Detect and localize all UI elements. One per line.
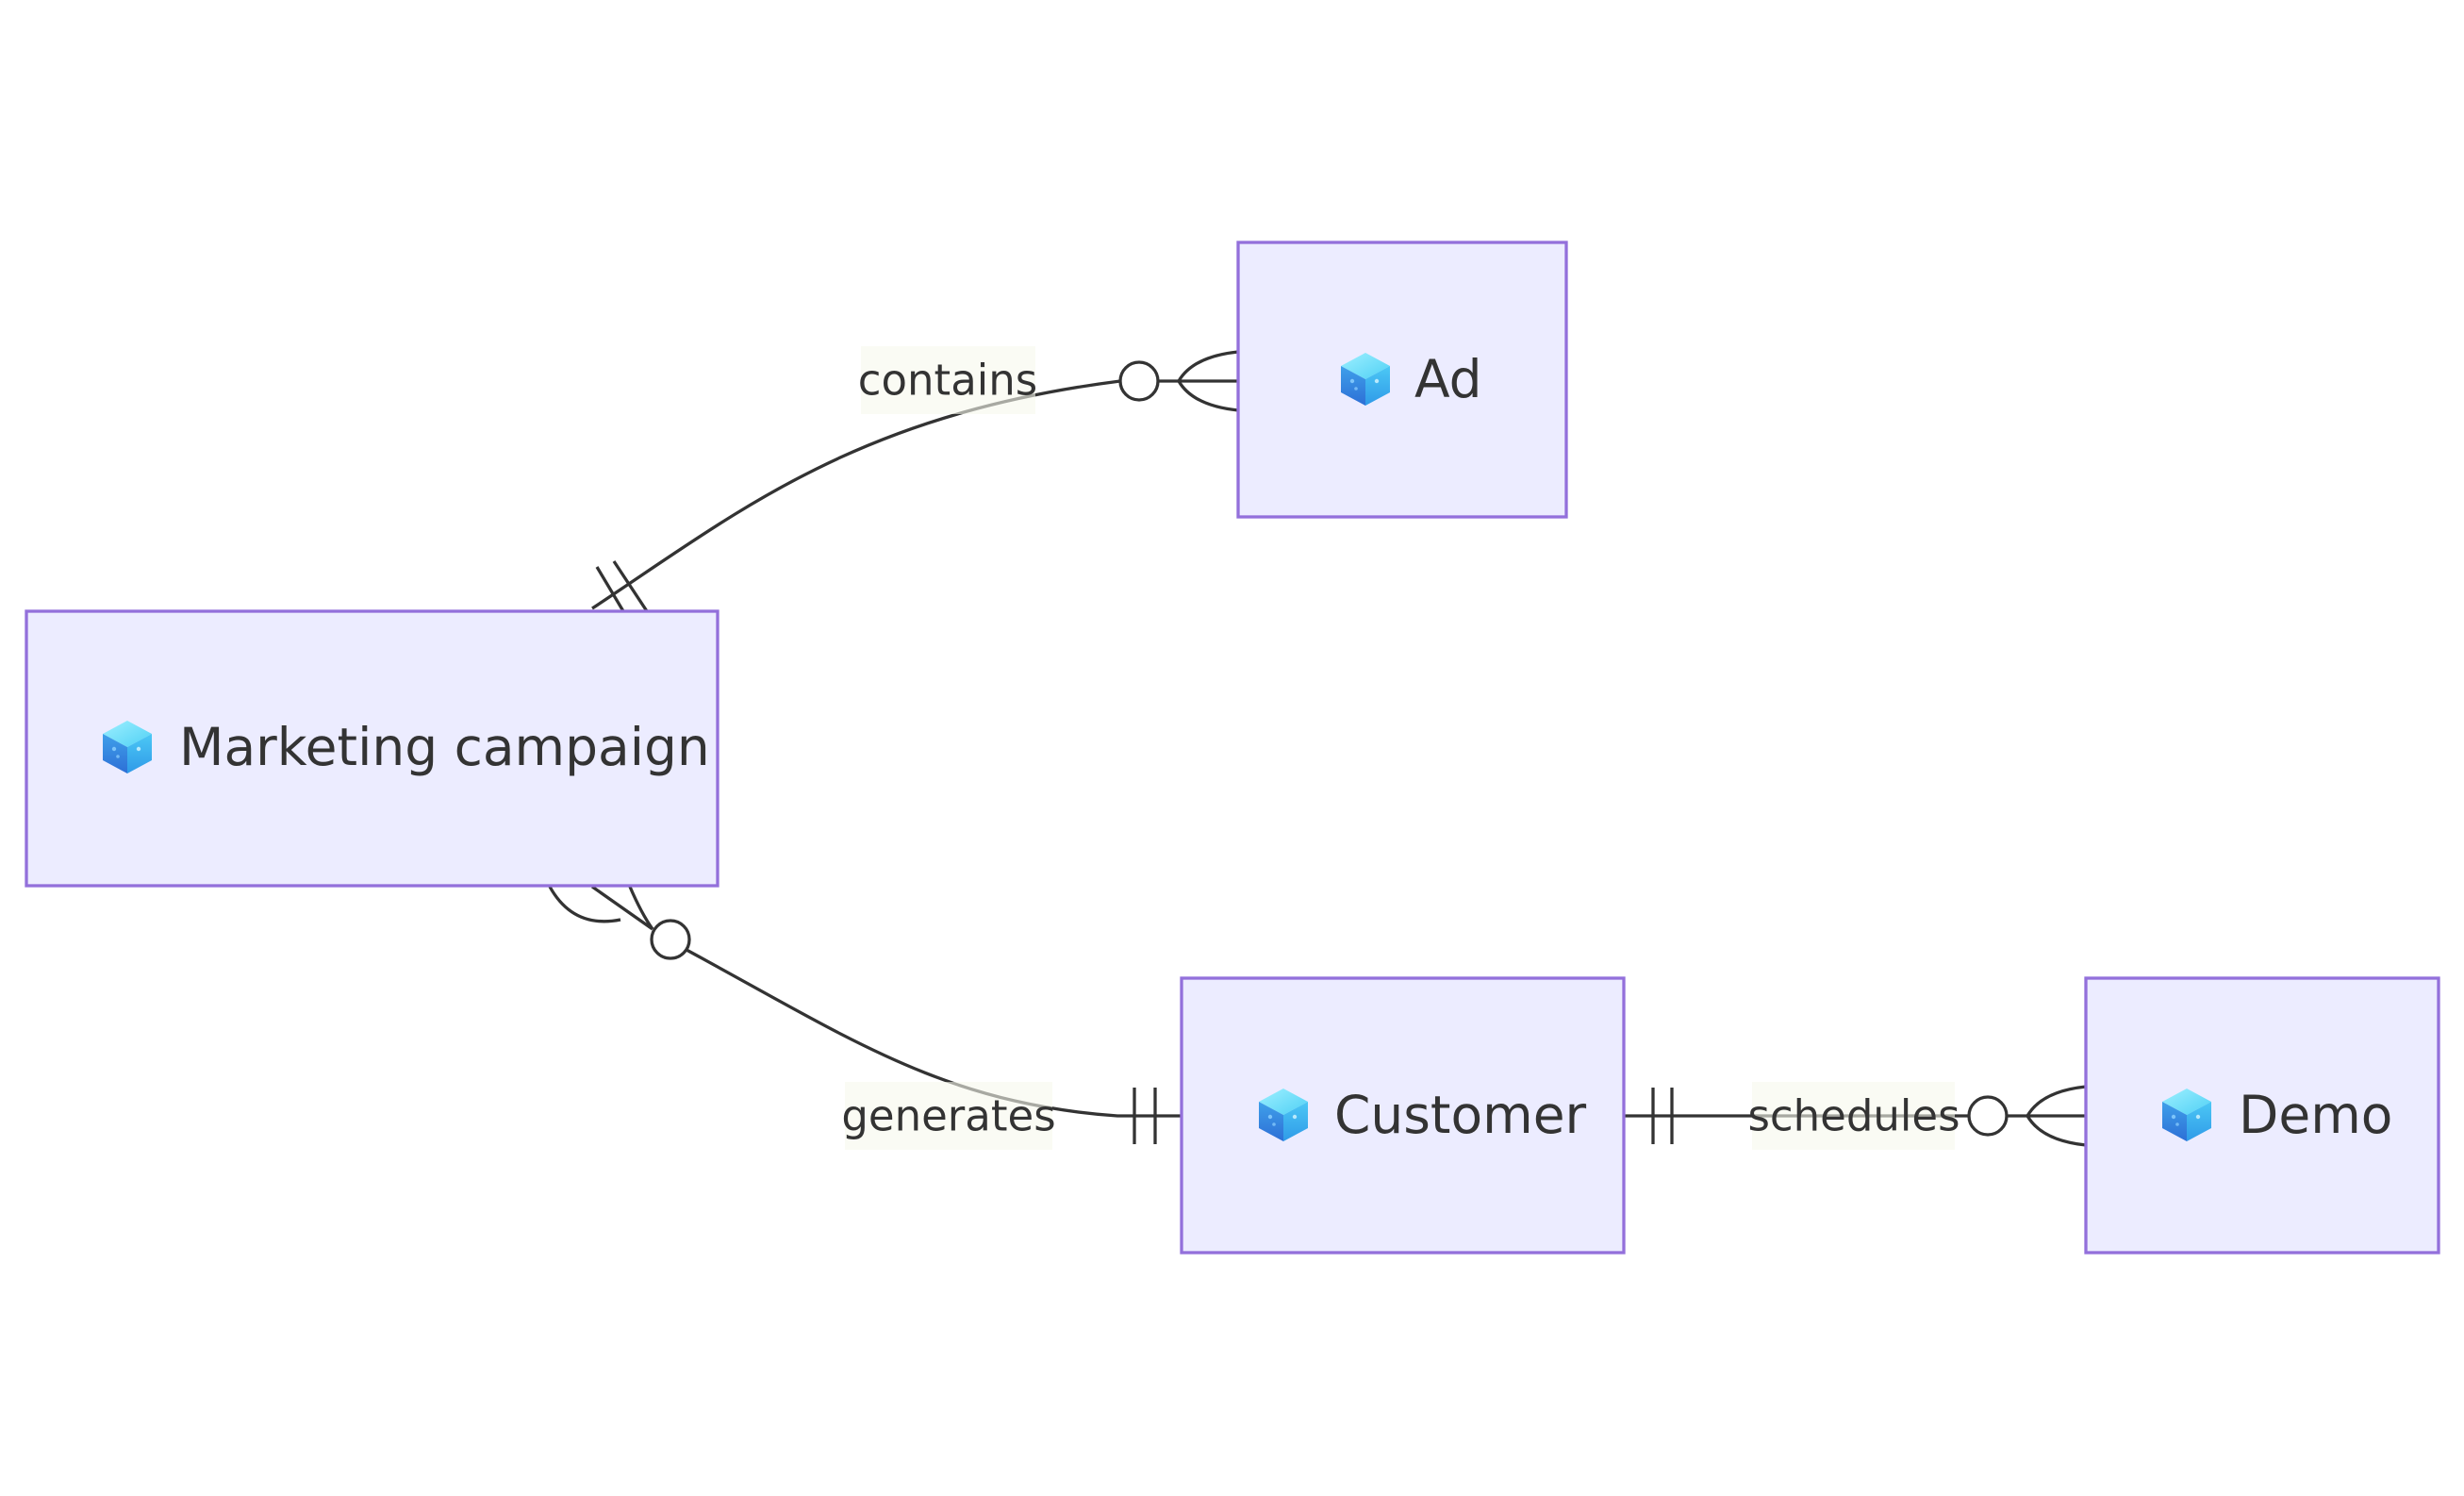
relationship-generates — [548, 885, 1182, 1144]
relationship-label: contains — [858, 356, 1037, 406]
edge-contains — [591, 379, 1238, 610]
cardinality-many-crow — [2026, 1085, 2087, 1147]
cardinality-zero-circle — [650, 919, 691, 960]
cardinality-many-crow — [1177, 350, 1239, 412]
cardinality-one-mark — [595, 566, 625, 612]
entity-marketing-campaign[interactable]: Marketing campaign — [25, 609, 719, 888]
cardinality-one-mark — [612, 560, 649, 612]
cardinality-zero-circle — [1967, 1095, 2009, 1137]
relationship-label: generates — [841, 1091, 1055, 1141]
entity-label: Marketing campaign — [179, 717, 710, 777]
relationship-contains — [591, 350, 1239, 612]
cardinality-zero-circle — [1118, 360, 1160, 402]
entity-ad[interactable]: Ad — [1236, 241, 1568, 519]
label-contains: contains — [858, 346, 1037, 414]
entity-label: Ad — [1414, 349, 1482, 409]
relationship-label: schedules — [1747, 1091, 1960, 1141]
entity-demo[interactable]: Demo — [2084, 976, 2440, 1255]
edge-generates — [686, 948, 1182, 1118]
entity-label: Demo — [2239, 1085, 2392, 1145]
label-generates: generates — [841, 1082, 1056, 1150]
entity-label: Customer — [1334, 1085, 1587, 1145]
entity-customer[interactable]: Customer — [1180, 976, 1626, 1255]
cardinality-many-crow — [548, 885, 654, 931]
label-schedules: schedules — [1747, 1082, 1960, 1150]
